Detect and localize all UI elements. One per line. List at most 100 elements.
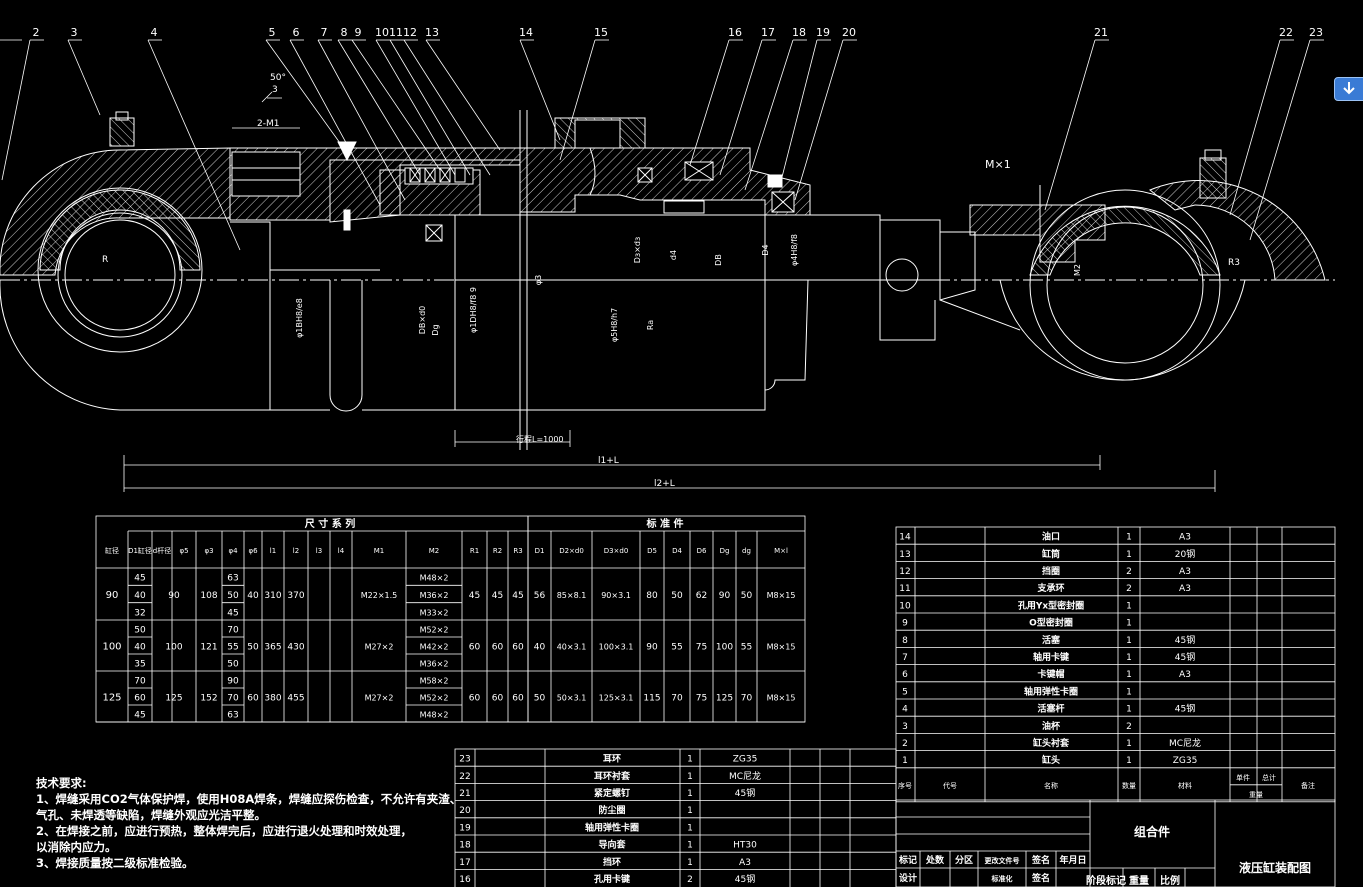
- bom-row-no: 8: [902, 636, 908, 646]
- std-group-label: 标 准 件: [646, 517, 684, 530]
- std-cell: M8×15: [767, 643, 796, 652]
- bom-row-material: 45钢: [1175, 703, 1195, 715]
- size-cell: 152: [200, 694, 217, 704]
- bom-hdr-note: 备注: [1301, 781, 1315, 790]
- rod-pin-hole: [885, 258, 919, 292]
- callout-leader: [403, 39, 491, 176]
- vertical-dim-label: φ4H8/f8: [790, 234, 799, 266]
- size-col-header: D6: [697, 547, 707, 555]
- thread-cell: M52×2: [420, 626, 449, 635]
- bom-row-material: MC尼龙: [1169, 737, 1201, 749]
- piston-rod: [764, 214, 881, 281]
- title-row1-label: 签名: [1031, 854, 1050, 866]
- bore-cell: 100: [102, 642, 121, 653]
- size-cell: 108: [200, 591, 217, 601]
- thread-cell: M27×2: [365, 643, 394, 652]
- bom-row-name: 卡键帽: [1037, 668, 1064, 680]
- bom-row-no: 4: [902, 705, 908, 715]
- size-cell: 370: [287, 591, 304, 601]
- arrow-down-icon: [1343, 82, 1355, 95]
- bom-row-material: A3: [1179, 584, 1191, 594]
- callout-leader: [1044, 39, 1096, 211]
- callout-leader: [265, 39, 346, 151]
- callout-leader: [719, 39, 763, 176]
- std-cell: 75: [696, 643, 707, 653]
- size-cell: 55: [227, 643, 238, 653]
- std-cell: 85×8.1: [557, 591, 587, 600]
- vertical-dim-label: d4: [669, 250, 678, 260]
- callout-11-label: 11: [389, 26, 403, 39]
- left-bushing-outer: [37, 187, 203, 353]
- port-thread-label: 2-M1: [257, 119, 279, 129]
- callout-17-label: 17: [761, 26, 775, 39]
- title-row2-label: 标准化: [991, 874, 1013, 883]
- callout-20-label: 20: [842, 26, 856, 39]
- bom-row-qty: 1: [687, 841, 693, 851]
- bom-hdr-weight: 重量: [1249, 791, 1263, 799]
- title-row1-label: 分区: [955, 854, 973, 866]
- mx1-label: M×1: [985, 158, 1011, 171]
- size-cell: 310: [264, 591, 281, 601]
- bom-row-material: A3: [739, 858, 751, 868]
- right-oil-cup: [1199, 157, 1227, 199]
- title-row1-label: 更改文件号: [985, 856, 1020, 865]
- size-cell: 60: [512, 694, 524, 704]
- vertical-dim-label: Dз×dз: [633, 237, 642, 263]
- scroll-down-button[interactable]: [1334, 77, 1363, 101]
- callout-leader: [1229, 39, 1281, 216]
- size-col-header: dg: [742, 547, 751, 555]
- std-cell: 40×3.1: [557, 643, 587, 652]
- bom-row-no: 21: [459, 789, 470, 799]
- bom-row-no: 10: [899, 601, 911, 611]
- std-cell: 90: [646, 643, 658, 653]
- stroke-label: 行程L=1000: [516, 434, 564, 444]
- size-col-header: φ6: [248, 547, 258, 555]
- bom-row-qty: 1: [1126, 687, 1132, 697]
- std-cell: 90: [719, 591, 731, 601]
- bom-row-material: ZG35: [1173, 756, 1198, 766]
- left-pin-hole: [57, 212, 183, 338]
- bom-row-no: 13: [899, 550, 910, 560]
- size-col-header: 缸径: [105, 546, 119, 555]
- bom-row-material: 45钢: [1175, 634, 1195, 646]
- size-col-header: M×l: [774, 547, 788, 555]
- bom-row-qty: 1: [1126, 601, 1132, 611]
- bom-row-qty: 1: [1126, 756, 1132, 766]
- tech-req-line: 2、在焊接之前，应进行预热，整体焊完后，应进行退火处理和时效处理，: [36, 824, 412, 838]
- size-col-header: M1: [374, 547, 385, 555]
- bom-row-no: 12: [899, 567, 910, 577]
- bom-row-name: O型密封圈: [1029, 617, 1073, 629]
- drawing-title: 液压缸装配图: [1239, 860, 1311, 875]
- bom-row-name: 耳环衬套: [594, 770, 631, 782]
- callout-10-label: 10: [375, 26, 389, 39]
- bom-row-name: 挡环: [603, 856, 621, 868]
- std-cell: 50×3.1: [557, 694, 587, 703]
- stage-label: 比例: [1160, 874, 1180, 887]
- std-cell: 40: [534, 643, 546, 653]
- bom-row-qty: 2: [1126, 567, 1132, 577]
- thread-cell: M42×2: [420, 643, 449, 652]
- std-cell: 125: [716, 694, 733, 704]
- callout-leader: [147, 39, 241, 251]
- size-cell: 380: [264, 694, 281, 704]
- assembly-view: [0, 110, 1335, 450]
- bom-row-name: 轴用弹性卡圈: [1024, 685, 1078, 697]
- size-col-header: D4: [672, 547, 682, 555]
- callout-leader: [289, 39, 381, 206]
- callout-22-label: 22: [1279, 26, 1293, 39]
- size-cell: 60: [469, 643, 481, 653]
- size-col-header: R2: [493, 547, 502, 555]
- size-cell: 60: [469, 694, 481, 704]
- callout-7-label: 7: [321, 26, 328, 39]
- rod-cell: 40: [134, 591, 146, 601]
- bom-row-name: 缸头: [1041, 754, 1060, 766]
- bom-row-material: 45钢: [735, 873, 755, 885]
- tech-req-line: 3、焊接质量按二级标准检验。: [36, 856, 194, 870]
- stage-label: 阶段标记: [1086, 874, 1126, 887]
- stage-label: 重量: [1129, 874, 1149, 887]
- size-col-header: D1: [535, 547, 545, 555]
- bom-row-no: 3: [902, 722, 908, 732]
- rod-cell: 40: [134, 643, 146, 653]
